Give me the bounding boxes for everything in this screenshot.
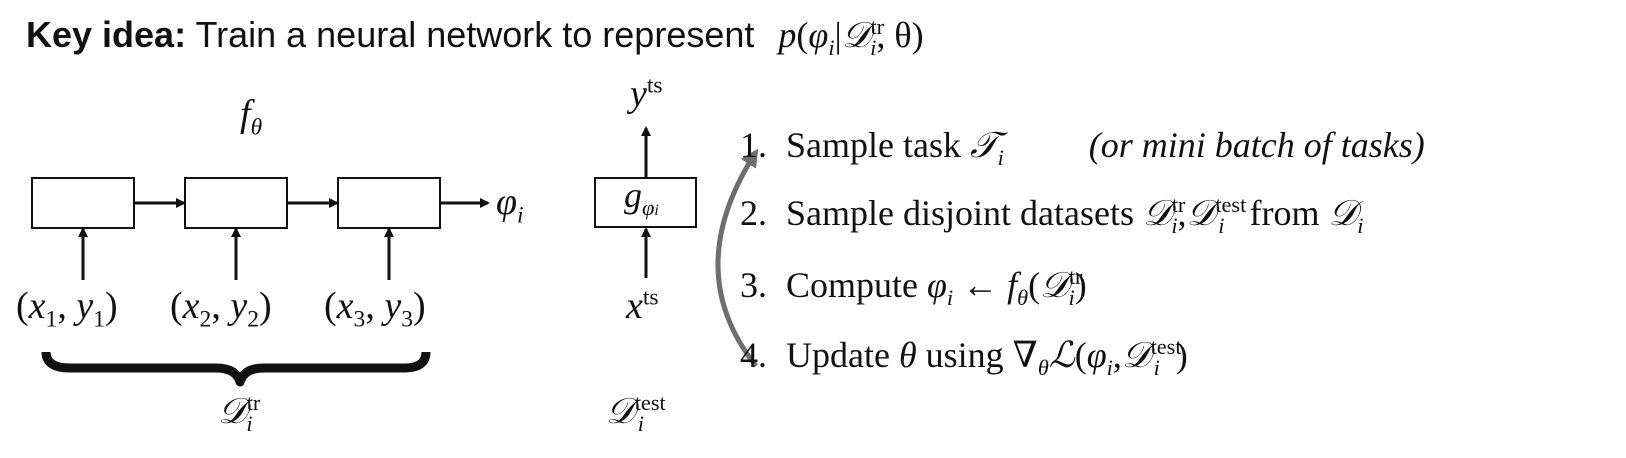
heading-bold-label: Key idea:	[26, 14, 187, 55]
heading-expression: p(φi|𝒟tri, θ)	[778, 14, 924, 61]
rnn-cell-1	[31, 177, 135, 229]
key-idea-heading: Key idea: Train a neural network to repr…	[26, 14, 924, 61]
predictor-output-label: yts	[630, 72, 663, 115]
train-dataset-label: 𝒟tri	[218, 390, 261, 437]
step-1: 1.Sample task 𝒯i (or mini batch of tasks…	[740, 125, 1425, 171]
loop-arrow	[715, 148, 759, 368]
step-1-note: (or mini batch of tasks)	[1088, 125, 1425, 165]
input-pair-2: (x2, y2)	[170, 285, 272, 333]
step-3: 3.Compute φi ← fθ(𝒟tri)	[740, 264, 1087, 311]
rnn-cell-3	[337, 177, 441, 229]
heading-text: Train a neural network to represent	[195, 14, 755, 55]
predictor-input-label: xts	[626, 284, 659, 327]
predictor-label: gφi	[624, 175, 659, 221]
train-set-brace	[41, 351, 431, 387]
learner-label: fθ	[240, 93, 263, 141]
input-pair-3: (x3, y3)	[324, 285, 426, 333]
rnn-cell-2	[184, 177, 288, 229]
input-pair-1: (x1, y1)	[16, 285, 118, 333]
test-dataset-label: 𝒟testi	[606, 390, 666, 437]
step-4: 4.Update θ using ∇θℒ(φi,𝒟testi)	[740, 334, 1188, 381]
step-2: 2.Sample disjoint datasets 𝒟tri,𝒟testi f…	[740, 192, 1364, 239]
learner-output-label: φi	[496, 181, 524, 229]
